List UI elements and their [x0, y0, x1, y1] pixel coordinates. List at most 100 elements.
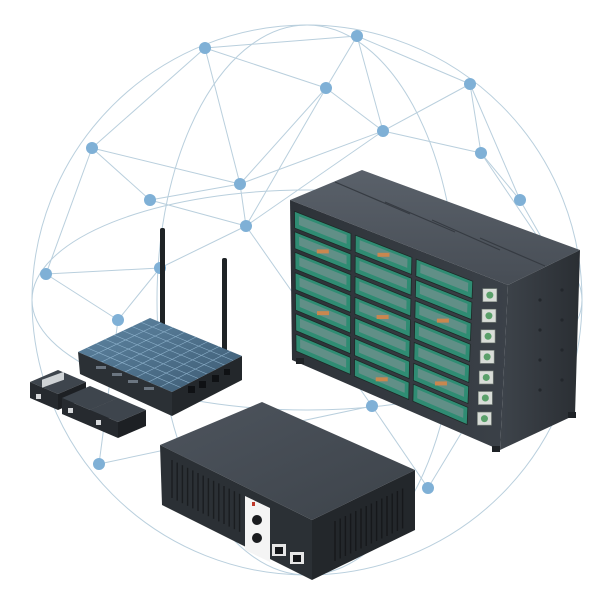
network-link	[245, 87, 327, 227]
switch-side-vents	[334, 488, 404, 561]
server-blade-panel	[418, 347, 466, 376]
router-grid-line	[124, 336, 197, 373]
network-node-icon	[351, 30, 363, 42]
switch-power-port-icon	[252, 533, 262, 543]
server-rack-power-modules	[477, 288, 498, 426]
network-link	[239, 87, 327, 185]
router-grid-line	[131, 326, 225, 366]
network-switch-box	[160, 402, 415, 580]
network-link	[117, 267, 161, 321]
network-node-icon	[144, 194, 156, 206]
server-blade-panel	[298, 216, 347, 244]
server-blade-connector	[316, 249, 329, 254]
network-link	[356, 35, 384, 132]
switch-ethernet-ports	[272, 544, 304, 564]
server-rack-foot	[568, 412, 576, 418]
network-link	[239, 130, 384, 185]
switch-top	[160, 402, 415, 520]
network-link	[371, 405, 429, 489]
server-power-indicator-icon	[485, 312, 493, 320]
server-blade-connector	[317, 311, 330, 316]
server-blade-connector	[434, 381, 447, 386]
network-link	[469, 83, 482, 154]
network-link	[91, 147, 241, 185]
server-blade-panel	[300, 339, 347, 368]
network-node-icon	[475, 147, 487, 159]
server-power-indicator-icon	[486, 291, 494, 299]
server-blade-panel	[359, 281, 407, 310]
router-circuit-grid	[86, 321, 234, 388]
network-link	[325, 87, 384, 132]
server-blade-connector	[436, 318, 449, 323]
network-node-icon	[234, 178, 246, 190]
network-link	[245, 130, 384, 227]
network-node-icon	[199, 42, 211, 54]
network-link	[149, 183, 241, 201]
server-blade-panel	[417, 389, 464, 418]
router-ports	[188, 369, 230, 393]
server-blade-panel	[419, 284, 468, 313]
server-blade-panel	[420, 264, 469, 292]
switch-port-panel	[245, 496, 270, 562]
server-blade-panel	[358, 343, 406, 372]
network-node-icon	[40, 268, 52, 280]
network-link	[469, 83, 521, 201]
network-link	[45, 267, 161, 275]
network-node-icon	[240, 220, 252, 232]
router-antenna-icon	[160, 228, 165, 328]
switch-front-vents	[171, 460, 241, 532]
server-blade-panel	[418, 326, 466, 355]
router-grid-line	[160, 350, 231, 388]
server-power-indicator-icon	[481, 394, 489, 402]
network-link	[91, 147, 151, 201]
network-link	[204, 47, 327, 89]
network-link	[382, 130, 482, 154]
server-blade-panel	[358, 322, 406, 352]
router-grid-line	[122, 330, 216, 370]
network-link	[159, 225, 247, 269]
sensor-modules	[30, 370, 146, 438]
network-link	[45, 147, 93, 275]
router-grid-line	[140, 321, 234, 361]
sensor-module	[90, 398, 146, 438]
server-power-indicator-icon	[480, 415, 488, 423]
network-node-icon	[422, 482, 434, 494]
network-node-icon	[366, 400, 378, 412]
network-link	[204, 47, 241, 185]
network-node-icon	[377, 125, 389, 137]
switch-status-led	[252, 502, 255, 506]
server-blade-connector	[376, 315, 389, 320]
router-grid-line	[148, 346, 220, 383]
network-link	[325, 35, 358, 89]
network-link	[91, 47, 206, 149]
server-blade-panel	[359, 260, 408, 289]
server-rack-foot	[296, 358, 304, 364]
network-node-icon	[320, 82, 332, 94]
server-blade-panel	[299, 257, 347, 286]
router-grid-line	[136, 341, 208, 378]
network-link	[480, 152, 521, 201]
network-node-icon	[112, 314, 124, 326]
network-link	[204, 35, 358, 49]
switch-power-port-icon	[252, 515, 262, 525]
server-blade-panel	[299, 318, 347, 348]
server-rack-foot	[492, 446, 500, 452]
server-power-indicator-icon	[483, 353, 491, 361]
network-link	[382, 83, 471, 132]
router-antenna-icon	[222, 258, 227, 356]
network-node-icon	[86, 142, 98, 154]
network-link	[239, 183, 247, 227]
server-rack-top	[290, 170, 580, 285]
server-blade-connector	[375, 377, 388, 382]
network-globe-latitude	[31, 189, 583, 411]
server-rack-top-seams	[334, 181, 546, 267]
network-node-icon	[464, 78, 476, 90]
server-power-indicator-icon	[482, 373, 490, 381]
router-front-leds	[96, 366, 154, 390]
server-power-indicator-icon	[484, 332, 492, 340]
server-rack-blades	[294, 210, 474, 426]
server-rack	[290, 170, 580, 452]
wireless-router	[78, 228, 242, 416]
server-rack-side	[500, 250, 580, 450]
